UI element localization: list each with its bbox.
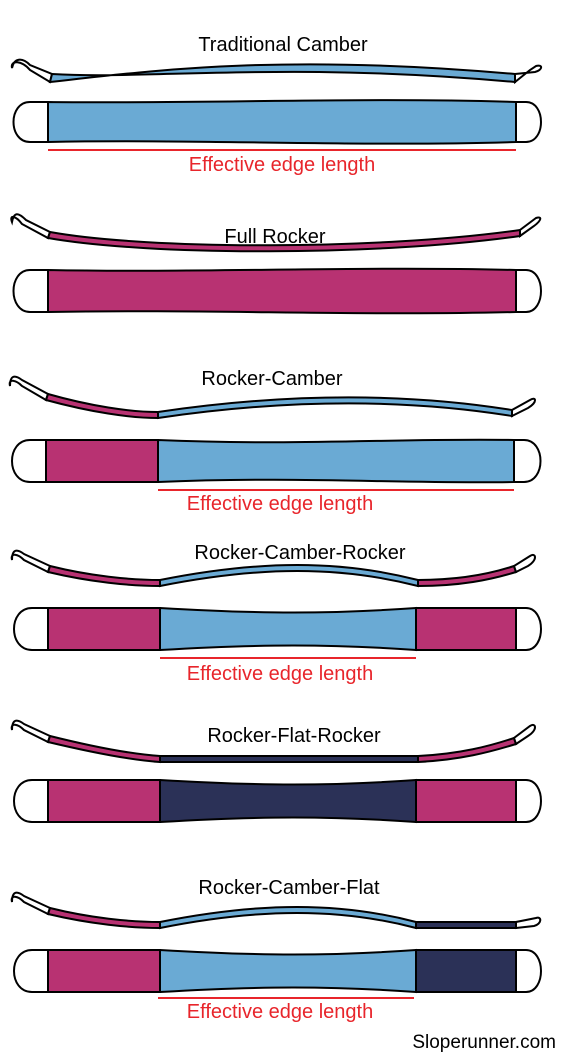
top-view bbox=[12, 99, 542, 145]
ski-traditional-camber: Traditional Camber Effective edge length bbox=[10, 34, 543, 176]
rocker-zone bbox=[47, 779, 161, 823]
tail-segment bbox=[519, 216, 542, 238]
tip-segment bbox=[10, 891, 52, 916]
tip-segment bbox=[10, 719, 52, 744]
side-profile bbox=[10, 891, 542, 930]
rocker-zone bbox=[45, 439, 159, 483]
ski-rocker-camber-rocker: Rocker-Camber-Rocker Effective edge leng… bbox=[10, 542, 542, 685]
ski-title: Rocker-Camber-Rocker bbox=[194, 542, 405, 564]
shovel-tip bbox=[12, 269, 49, 313]
ski-title: Traditional Camber bbox=[198, 34, 368, 56]
shovel-tip bbox=[11, 439, 47, 483]
ski-title: Full Rocker bbox=[224, 226, 325, 248]
tail-segment bbox=[512, 724, 536, 746]
rocker-zone bbox=[47, 267, 517, 315]
top-view bbox=[13, 778, 542, 824]
rocker-zone-tail bbox=[415, 607, 517, 651]
camber-segment bbox=[159, 564, 419, 588]
shovel-tip bbox=[13, 949, 49, 993]
top-view bbox=[11, 438, 542, 484]
ski-full-rocker: Full Rocker bbox=[10, 213, 542, 315]
tail-tip bbox=[513, 439, 542, 483]
shovel-tip bbox=[13, 779, 49, 823]
camber-segment bbox=[159, 906, 417, 930]
tail-tip bbox=[515, 269, 542, 313]
tail-segment bbox=[511, 397, 536, 418]
rocker-segment bbox=[44, 392, 159, 420]
camber-segment bbox=[157, 396, 513, 420]
camber-zone bbox=[159, 948, 417, 994]
rocker-zone bbox=[47, 607, 161, 651]
side-profile bbox=[10, 719, 536, 764]
side-profile bbox=[10, 549, 536, 588]
rocker-segment bbox=[46, 734, 161, 764]
tip-segment bbox=[10, 549, 52, 574]
shovel-tip bbox=[12, 101, 49, 143]
tail-segment bbox=[514, 64, 543, 85]
tail-tip bbox=[515, 607, 542, 651]
rocker-zone bbox=[47, 949, 161, 993]
source-credit: Sloperunner.com bbox=[412, 1032, 556, 1053]
tip-segment bbox=[10, 58, 54, 84]
flat-segment bbox=[415, 921, 517, 929]
rocker-segment bbox=[46, 564, 161, 588]
camber-zone bbox=[157, 438, 515, 484]
effective-edge-label: Effective edge length bbox=[187, 1001, 373, 1023]
camber-segment bbox=[48, 63, 516, 84]
top-view bbox=[12, 267, 542, 315]
side-profile bbox=[8, 375, 536, 420]
tail-tip bbox=[515, 779, 542, 823]
tail-segment bbox=[515, 916, 542, 930]
side-profile bbox=[10, 58, 543, 85]
top-view bbox=[13, 606, 542, 652]
flat-zone bbox=[415, 949, 517, 993]
tail-tip bbox=[515, 101, 542, 143]
effective-edge-label: Effective edge length bbox=[187, 663, 373, 685]
ski-title: Rocker-Flat-Rocker bbox=[207, 725, 381, 747]
flat-zone bbox=[159, 778, 417, 824]
tip-segment bbox=[10, 213, 52, 240]
camber-zone bbox=[47, 99, 517, 145]
shovel-tip bbox=[13, 607, 49, 651]
ski-title: Rocker-Camber-Flat bbox=[198, 877, 380, 899]
tail-segment bbox=[512, 554, 536, 574]
effective-edge-label: Effective edge length bbox=[187, 493, 373, 515]
ski-title: Rocker-Camber bbox=[201, 368, 342, 390]
side-profile bbox=[10, 213, 542, 253]
ski-rocker-flat-rocker: Rocker-Flat-Rocker bbox=[10, 719, 542, 824]
top-view bbox=[13, 948, 542, 994]
rocker-segment-tail bbox=[417, 736, 518, 764]
tip-segment bbox=[8, 375, 50, 402]
rocker-segment bbox=[46, 906, 161, 930]
ski-rocker-camber: Rocker-Camber Effective edge length bbox=[8, 368, 542, 515]
ski-rocker-camber-flat: Rocker-Camber-Flat Effective edge length bbox=[10, 877, 542, 1023]
rocker-zone-tail bbox=[415, 779, 517, 823]
rocker-segment-tail bbox=[417, 564, 518, 588]
tail-tip bbox=[515, 949, 542, 993]
flat-segment bbox=[159, 755, 419, 763]
camber-zone bbox=[159, 606, 417, 652]
effective-edge-label: Effective edge length bbox=[189, 154, 375, 176]
